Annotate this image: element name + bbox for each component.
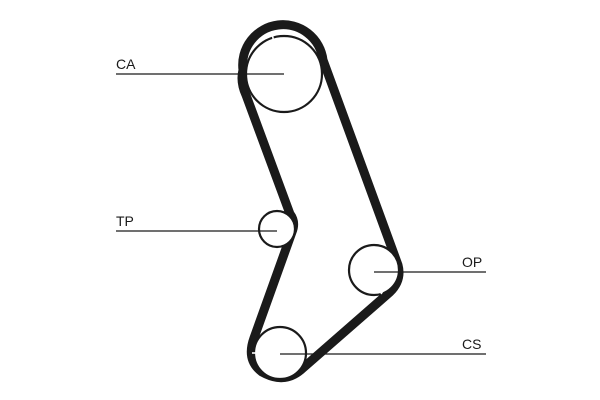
label-cs: CS [462, 336, 481, 352]
oil-pump-pulley [347, 243, 401, 297]
label-ca: CA [116, 56, 136, 72]
oil-pump-timing-mark [380, 285, 387, 295]
tensioner-pulley [257, 209, 297, 249]
label-tp: TP [116, 213, 134, 229]
camshaft-timing-mark [271, 32, 275, 44]
label-op: OP [462, 254, 482, 270]
